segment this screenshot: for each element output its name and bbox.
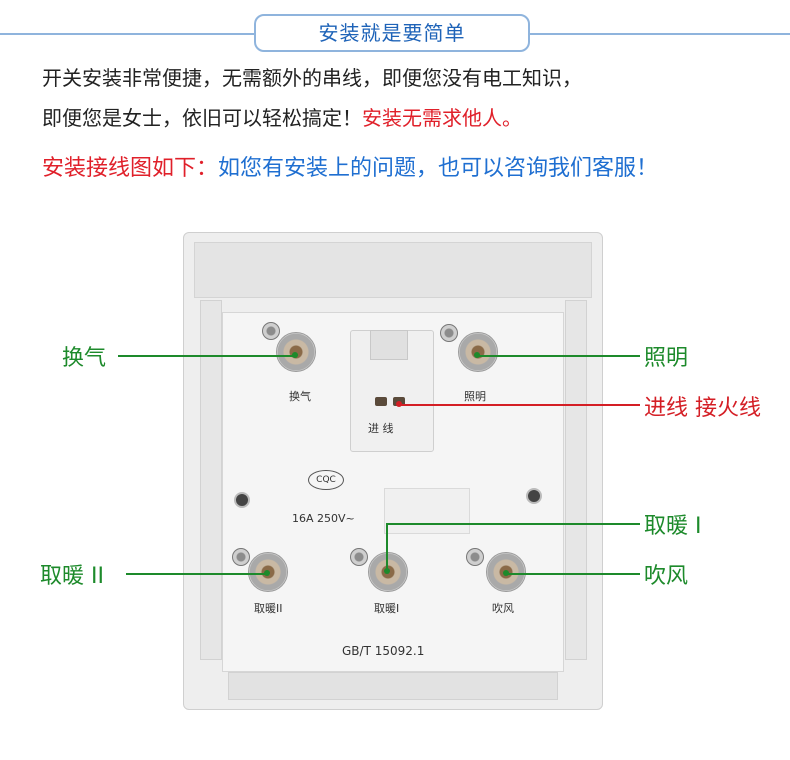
screw-icon: [350, 548, 368, 566]
callout-dot: [264, 570, 270, 576]
plate-rating: 16A 250V~: [292, 512, 355, 525]
plate-label-warm2: 取暖II: [254, 602, 283, 615]
wiring-note-blue: 如您有安装上的问题，也可以咨询我们客服！: [218, 156, 659, 181]
intro-line-2-black: 即便您是女士，依旧可以轻松搞定！: [42, 106, 362, 130]
terminal-warm1: [368, 552, 408, 592]
callout-line-lighting: [476, 355, 640, 357]
header-divider-left: [0, 33, 254, 35]
plate-standard: GB/T 15092.1: [342, 644, 425, 658]
wiring-note: 安装接线图如下：如您有安装上的问题，也可以咨询我们客服！: [42, 150, 658, 182]
intro-line-2-red: 安装无需求他人。: [362, 106, 522, 130]
plate-label-lighting: 照明: [464, 390, 486, 403]
screw-icon: [232, 548, 250, 566]
callout-lighting: 照明: [644, 346, 689, 371]
callout-line-input: [398, 404, 640, 406]
input-label: 进 线: [368, 422, 394, 435]
callout-line-warm2: [126, 573, 268, 575]
plate-label-blow: 吹风: [492, 602, 514, 615]
header-title: 安装就是要简单: [254, 14, 530, 52]
header-divider-right: [530, 33, 790, 35]
screw-icon: [466, 548, 484, 566]
plate-right-rail: [565, 300, 587, 660]
plate-label-area: [384, 488, 470, 534]
intro-line-2: 即便您是女士，依旧可以轻松搞定！安装无需求他人。: [42, 102, 522, 131]
callout-dot: [396, 401, 402, 407]
screw-icon: [440, 324, 458, 342]
plate-label-warm1: 取暖I: [374, 602, 400, 615]
callout-line-warm1-h: [386, 523, 640, 525]
mount-hole-right: [526, 488, 542, 504]
plate-label-ventilation: 换气: [289, 390, 311, 403]
plate-left-rail: [200, 300, 222, 660]
mount-hole-left: [234, 492, 250, 508]
cqc-cert-mark: CQC: [308, 470, 344, 490]
callout-blow: 吹风: [644, 564, 689, 589]
intro-line-1: 开关安装非常便捷，无需额外的串线，即便您没有电工知识，: [42, 66, 582, 90]
callout-line-warm1-v: [386, 523, 388, 571]
wiring-note-red: 安装接线图如下：: [42, 156, 219, 181]
screw-icon: [262, 322, 280, 340]
callout-dot: [474, 352, 480, 358]
input-hole-left: [375, 397, 387, 406]
callout-dot: [384, 568, 390, 574]
plate-bottom-rim: [228, 672, 558, 700]
callout-line-blow: [506, 573, 640, 575]
callout-warm2: 取暖 II: [40, 564, 104, 589]
connector-slot: [370, 330, 408, 360]
callout-input-live: 进线 接火线: [644, 396, 761, 421]
plate-top-rim: [194, 242, 592, 298]
callout-dot: [292, 352, 298, 358]
callout-warm1: 取暖 I: [644, 514, 702, 539]
terminal-lighting: [458, 332, 498, 372]
callout-dot: [503, 570, 509, 576]
callout-line-ventilation: [118, 355, 296, 357]
callout-ventilation: 换气: [62, 346, 107, 371]
